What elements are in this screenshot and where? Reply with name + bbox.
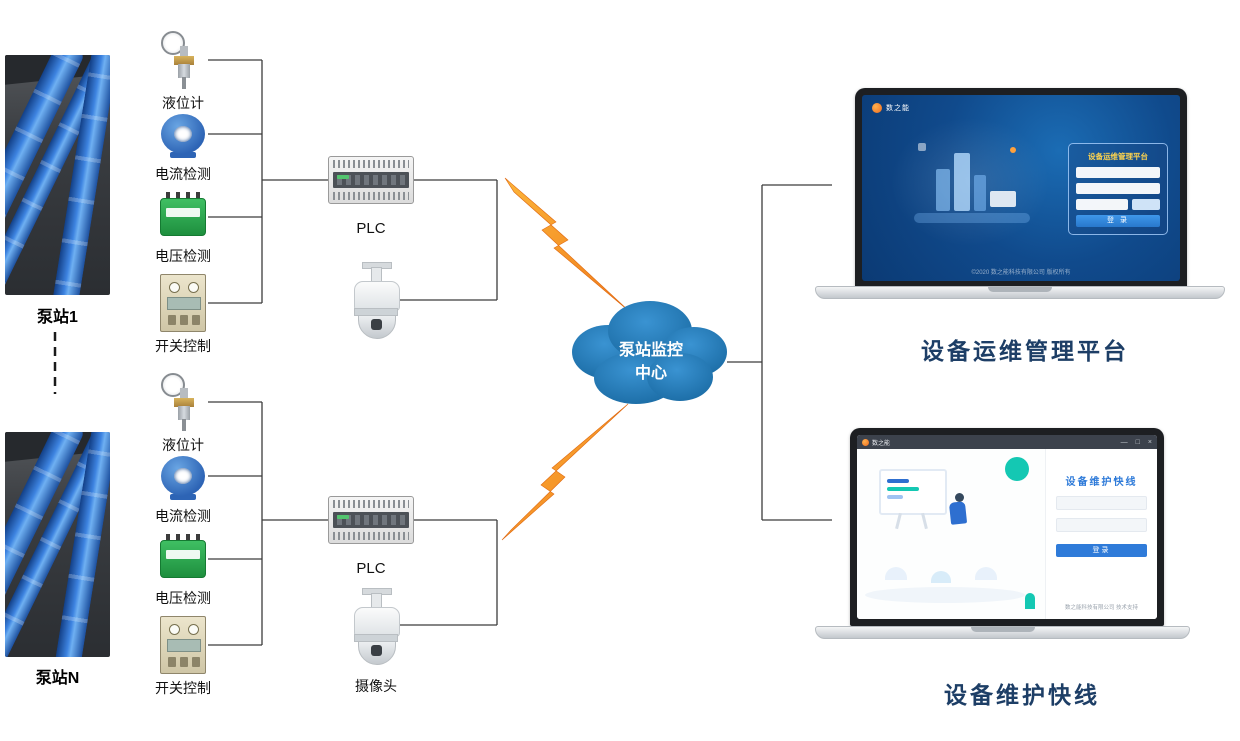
brand-logo-icon [862,438,869,446]
voltage-sensor-icon [158,534,208,584]
ops-screen: 数之能 设备运维管理平台 登 录 ©2020 数之能科技有限公司 版权所有 [862,95,1180,281]
voltage-sensor: 电压检测 [141,534,225,608]
camera-icon [344,262,408,346]
current-sensor-icon [159,456,207,502]
sensor-label: 液位计 [162,95,204,111]
sensor-label: 电流检测 [155,508,211,524]
pump-station-photo-1 [5,55,110,295]
level-gauge-icon [155,31,211,89]
sensor-label: 开关控制 [155,338,211,354]
plc-label: PLC [356,220,386,237]
current-sensor-icon [159,114,207,160]
minimize-button[interactable]: — [1120,438,1128,446]
laptop-base [815,286,1225,299]
connector-lines [208,59,832,646]
maximize-button[interactable]: □ [1135,438,1140,446]
switch-cabinet-icon [158,616,208,674]
switch-control: 开关控制 [141,616,225,698]
login-button[interactable]: 登录 [1056,544,1147,557]
password-input[interactable] [1076,183,1160,194]
pump-station-n-label: 泵站N [35,670,80,687]
copyright-text: ©2020 数之能科技有限公司 版权所有 [971,270,1071,276]
plc-icon [328,156,414,204]
brand-logo-text: 数之能 [872,440,891,447]
phone-input[interactable] [1056,496,1147,510]
lightning-icon [504,177,631,313]
level-gauge-icon [155,373,211,431]
level-gauge-sensor: 液位计 [141,373,225,455]
camera-n: 摄像头 [334,588,418,696]
maint-window: 数之能 — □ × 设备维护快线 登 [857,435,1157,619]
current-sensor: 电流检测 [141,114,225,184]
sensor-label: 液位计 [162,437,204,453]
sensor-label: 电压检测 [155,248,211,264]
cloud-label: 泵站监控 中心 [586,333,716,391]
ops-platform-caption: 设备运维管理平台 [921,339,1129,364]
sensor-label: 开关控制 [155,680,211,696]
voltage-sensor: 电压检测 [141,192,225,266]
cloud-label-line2: 中心 [634,365,667,382]
lightning-icon [501,403,629,541]
camera-icon [344,588,408,672]
laptop-base-notch [988,287,1052,292]
login-button[interactable]: 登 录 [1076,215,1160,227]
camera-label: 摄像头 [355,678,397,694]
switch-control: 开关控制 [141,274,225,356]
laptop-ops: 数之能 设备运维管理平台 登 录 ©2020 数之能科技有限公司 版权所有 [855,88,1187,288]
plc-device-1: PLC [328,156,414,237]
login-title: 设备运维管理平台 [1088,152,1148,161]
cloud-label-line1: 泵站监控 [618,341,683,359]
plc-label: PLC [356,560,386,577]
switch-cabinet-icon [158,274,208,332]
login-card: 设备运维管理平台 登 录 [1068,143,1168,235]
laptop-base [815,626,1190,639]
cloud-icon [572,301,727,404]
captcha-image[interactable] [1132,199,1160,210]
maint-illustration [857,449,1045,619]
brand-logo-icon [872,103,882,113]
plc-device-n: PLC [328,496,414,577]
sensor-label: 电流检测 [155,166,211,182]
plc-icon [328,496,414,544]
code-input[interactable] [1056,518,1147,532]
pump-station-1-label: 泵站1 [37,309,78,326]
captcha-input[interactable] [1076,199,1128,210]
laptop-base-notch [970,627,1035,632]
close-button[interactable]: × [1147,438,1152,446]
panel-title: 设备维护快线 [1065,477,1138,488]
panel-footer: 数之能科技有限公司 技术支持 [1064,605,1139,611]
voltage-sensor-icon [158,192,208,242]
login-panel: 设备维护快线 登录 数之能科技有限公司 技术支持 [1045,449,1157,619]
pump-station-photo-n [5,432,110,657]
current-sensor: 电流检测 [141,456,225,526]
camera-1 [334,262,418,346]
sensor-label: 电压检测 [155,590,211,606]
username-input[interactable] [1076,167,1160,178]
level-gauge-sensor: 液位计 [141,31,225,113]
brand-logo: 数之能 [872,103,910,113]
window-titlebar: 数之能 — □ × [857,435,1157,449]
maint-platform-caption: 设备维护快线 [944,683,1100,708]
brand-logo-text: 数之能 [886,105,910,112]
laptop-maint: 数之能 — □ × 设备维护快线 登 [850,428,1164,626]
